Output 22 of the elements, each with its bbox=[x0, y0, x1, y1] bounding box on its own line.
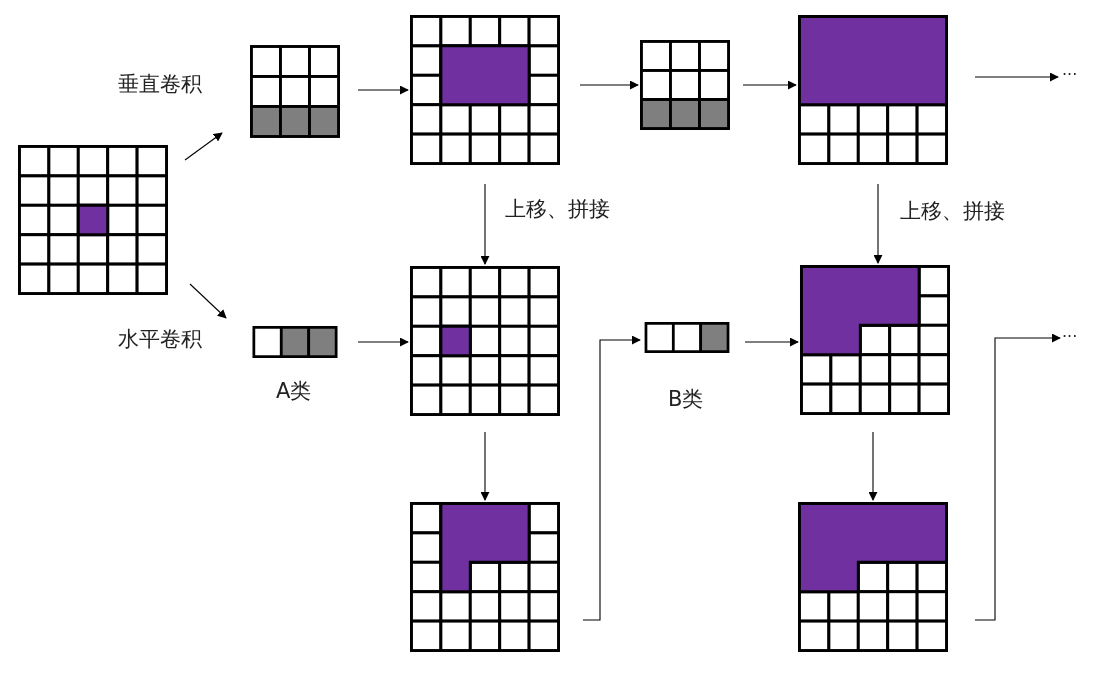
caption-text: 水平卷积 bbox=[118, 328, 202, 352]
caption-text: B类 bbox=[668, 388, 704, 412]
arrow bbox=[357, 85, 409, 95]
caption-text: 垂直卷积 bbox=[118, 73, 202, 97]
arrow bbox=[480, 431, 490, 501]
arrow bbox=[357, 337, 409, 347]
arrow bbox=[582, 335, 641, 621]
edge-label: 上移、拼接 bbox=[505, 198, 610, 222]
arrow bbox=[184, 132, 223, 161]
arrow bbox=[744, 337, 799, 347]
arrow bbox=[189, 283, 227, 319]
arrow bbox=[974, 72, 1059, 82]
edge-label: 上移、拼接 bbox=[900, 200, 1005, 224]
arrow bbox=[974, 333, 1061, 621]
caption-text: A类 bbox=[276, 380, 312, 404]
ellipsis-text: ... bbox=[1062, 322, 1078, 341]
arrow bbox=[742, 80, 797, 90]
arrow bbox=[868, 431, 878, 501]
arrow bbox=[579, 80, 639, 90]
arrow bbox=[873, 183, 883, 264]
arrow bbox=[480, 183, 490, 265]
ellipsis-text: ... bbox=[1062, 60, 1078, 79]
